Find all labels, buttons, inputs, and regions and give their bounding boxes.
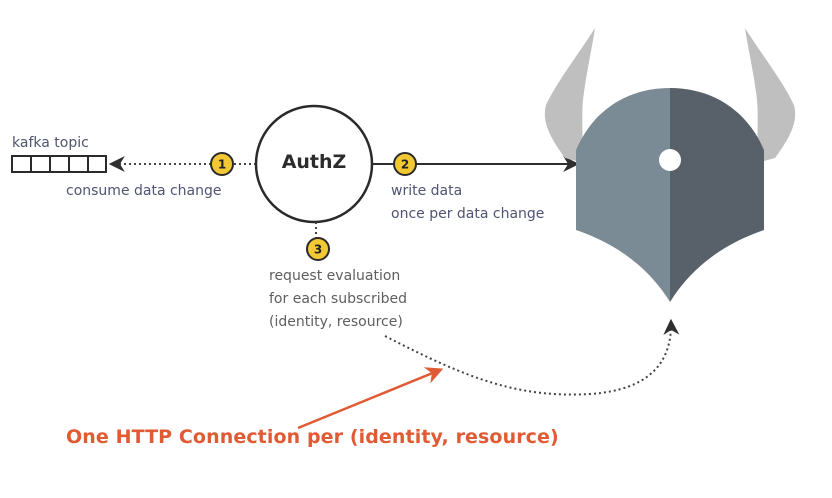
step-badge-1-number: 1 [218, 158, 226, 172]
shield-left-half [576, 88, 670, 302]
step-3-caption-line-3: (identity, resource) [269, 314, 403, 330]
shield-eye [659, 149, 681, 171]
arrow-request-evaluation [384, 318, 680, 396]
authz-label: AuthZ [281, 151, 347, 173]
kafka-topic-label: kafka topic [12, 135, 89, 151]
opa-shield-logo-icon [544, 28, 796, 302]
right-horn [745, 28, 796, 162]
step-badge-3-number: 3 [314, 243, 322, 257]
left-horn [544, 28, 595, 162]
shield-right-half [670, 88, 764, 302]
step-3-caption-line-2: for each subscribed [269, 291, 407, 307]
step-2-caption-line-1: write data [391, 183, 463, 199]
queue-outline [11, 155, 107, 173]
step-1-caption: consume data change [66, 183, 222, 199]
step-badge-1: 1 [210, 152, 234, 176]
step-2-caption-line-2: once per data change [391, 206, 545, 222]
step-badge-2: 2 [393, 152, 417, 176]
step-badge-2-number: 2 [401, 158, 409, 172]
http-connection-callout: One HTTP Connection per (identity, resou… [66, 426, 559, 448]
callout-arrow [297, 367, 444, 430]
step-3-caption-line-1: request evaluation [269, 268, 401, 284]
kafka-topic-queue [11, 155, 107, 173]
step-badge-3: 3 [306, 237, 330, 261]
